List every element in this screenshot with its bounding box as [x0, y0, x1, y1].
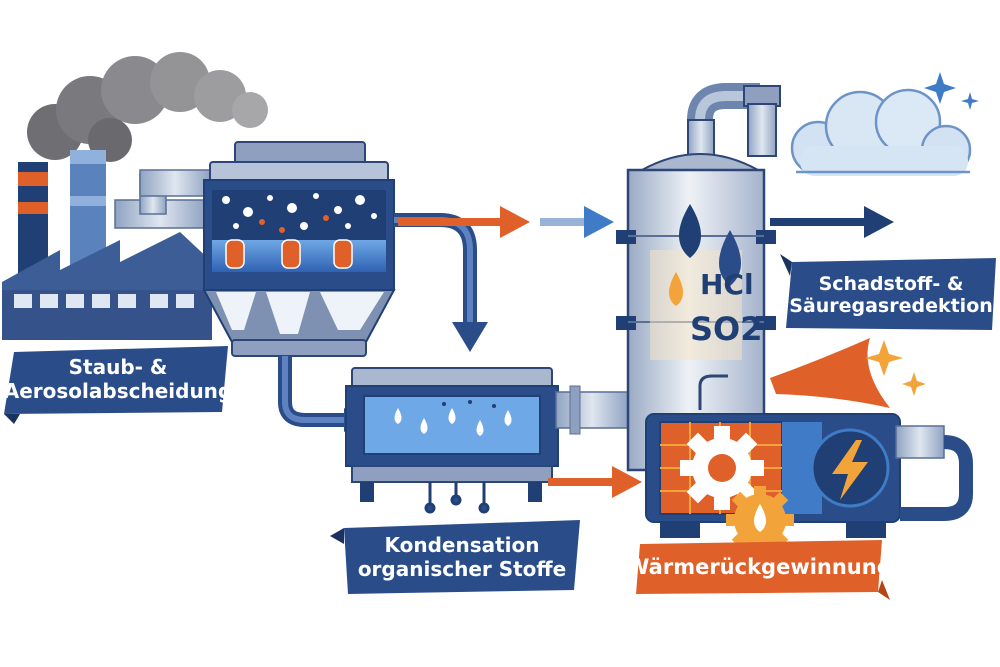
- clean-cloud-icon: [790, 88, 972, 176]
- sparkle-icon: [924, 72, 979, 110]
- label-banner-kondensation: [330, 520, 580, 594]
- label-line: Aerosolabscheidung: [3, 379, 233, 403]
- label-line: Kondensation: [384, 533, 540, 558]
- inlet-pipe: [114, 169, 211, 229]
- smoke-cloud-icon: [27, 52, 268, 162]
- label-line: Schadstoff- &: [818, 272, 964, 295]
- arrow-right-icon: [398, 206, 530, 238]
- factory-icon: [2, 150, 212, 340]
- label-line: Staub- &: [68, 355, 168, 380]
- label-line: Säuregasredektion: [789, 295, 993, 317]
- filter-tank-icon: [202, 141, 396, 357]
- droplet-icon: [669, 204, 741, 306]
- arrow-right-icon: [770, 206, 894, 238]
- label-banner-schadstoff: [780, 254, 996, 330]
- chem-label-hcl: HCl: [700, 268, 754, 301]
- label-kondensation: Kondensation organischer Stoffe: [346, 526, 578, 590]
- label-staub-aerosol: Staub- & Aerosolabscheidung: [3, 347, 233, 413]
- label-schadstoff: Schadstoff- & Säuregasredektion: [788, 261, 994, 329]
- label-line: organischer Stoffe: [357, 557, 567, 581]
- scrubber-tower-icon: [616, 83, 781, 472]
- sparkle-icon: [865, 340, 926, 396]
- arrow-down-icon: [452, 322, 488, 352]
- chem-label-so2: SO2: [690, 310, 763, 348]
- arrow-right-icon: [548, 466, 642, 498]
- label-banner-waerme: [636, 540, 890, 600]
- heat-flow-icon: [770, 338, 890, 408]
- label-banner-staub: [4, 346, 228, 424]
- label-line: Wärmerückgewinnung: [626, 554, 892, 579]
- condenser-icon: [345, 367, 559, 514]
- droplet-gear-icon: [726, 486, 794, 554]
- arrow-right-icon: [540, 206, 614, 238]
- lightning-icon: [832, 440, 868, 500]
- label-waermerueckgewinnung: Wärmerückgewinnung: [626, 544, 892, 590]
